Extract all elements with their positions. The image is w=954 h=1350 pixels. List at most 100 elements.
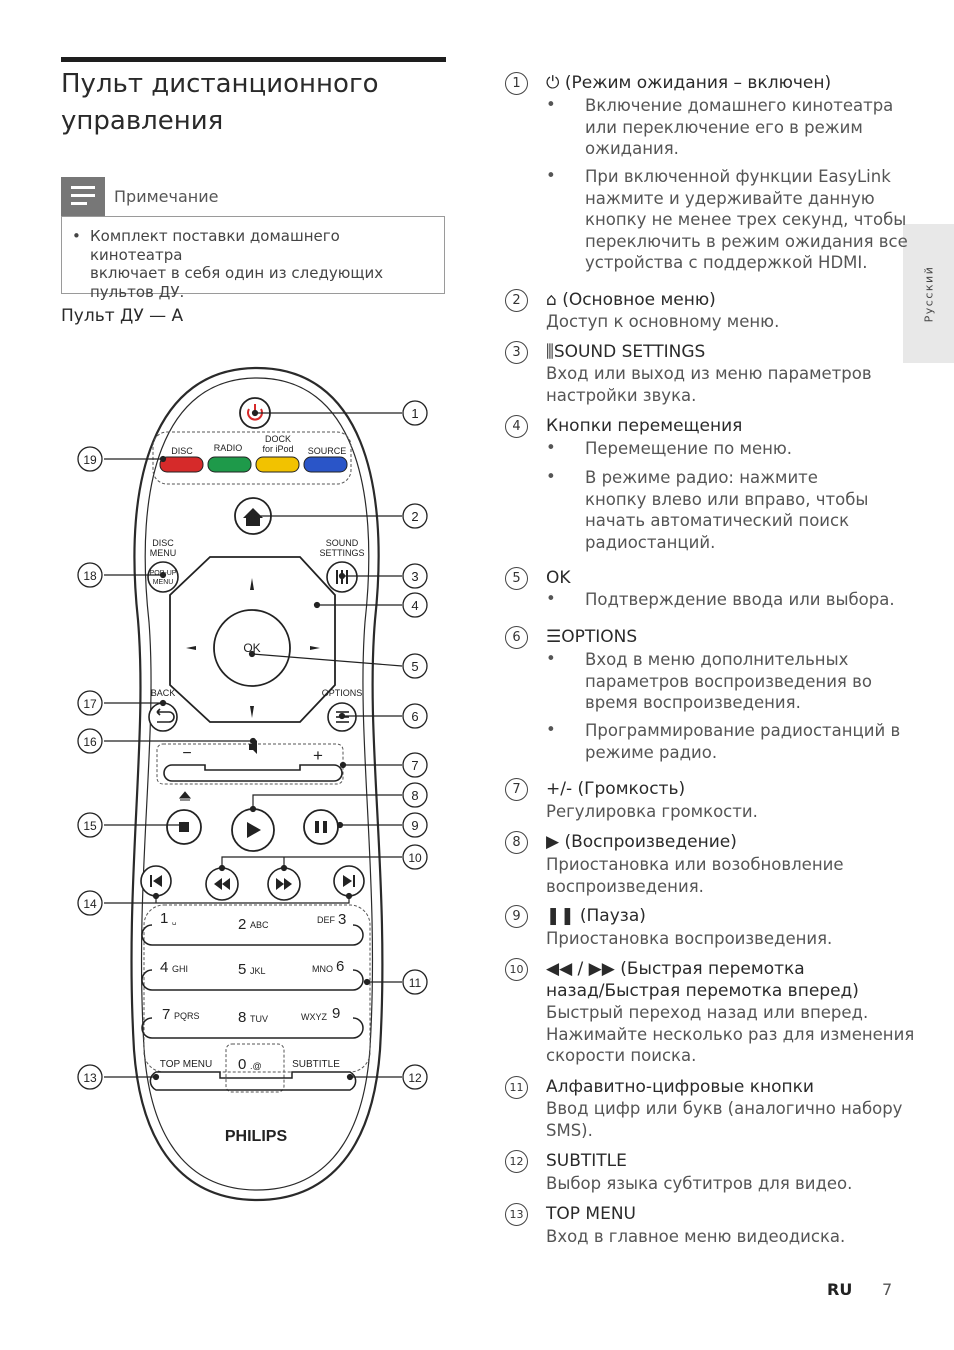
callout-17-label: 17	[83, 697, 97, 711]
volume-rocker	[163, 764, 343, 782]
page-number: 7	[882, 1280, 893, 1299]
source-label: SOURCE	[308, 446, 347, 456]
item-6-title: ☰OPTIONS	[546, 627, 638, 647]
item-11-title: Алфавитно-цифровые кнопки	[546, 1077, 814, 1097]
popup-label-2: MENU	[153, 579, 174, 586]
remote-illustration: DISC RADIO DOCK for iPod SOURCE DISC MEN…	[77, 366, 428, 1202]
item-1-b2-l5: устройства с поддержкой HDMI.	[585, 253, 868, 272]
key-2-sub: ABC	[250, 920, 269, 930]
callout-5-label: 5	[411, 659, 418, 674]
note-label: Примечание	[114, 187, 219, 206]
callout-8: 8	[402, 782, 428, 808]
item-1-number: 1	[505, 72, 528, 95]
item-13-title: TOP MENU	[546, 1204, 636, 1224]
item-2-line-1: Доступ к основному меню.	[546, 312, 780, 331]
next-icon	[343, 875, 355, 887]
nav-left-icon	[186, 646, 196, 650]
callout-19-label: 19	[83, 453, 97, 467]
item-4-b2-l4: радиостанций.	[585, 532, 716, 552]
key-4: 4	[160, 959, 168, 976]
key-9: 9	[332, 1005, 340, 1022]
callout-7: 7	[402, 752, 428, 778]
callout-13-label: 13	[83, 1071, 97, 1085]
ok-button	[213, 609, 291, 687]
note-line-3: пультов ДУ.	[90, 282, 185, 301]
item-1-b2-l1: При включенной функции EasyLink	[585, 167, 891, 186]
item-7-line-1: Регулировка громкости.	[546, 802, 758, 821]
callout-2: 2	[402, 503, 428, 529]
callout-1: 1	[402, 400, 428, 426]
callout-16-label: 16	[83, 735, 97, 749]
key-0: 0	[238, 1056, 246, 1073]
item-1-b2-l4: переключить в режим ожидания все	[585, 231, 908, 251]
key-6-sub: MNO	[312, 964, 333, 974]
disc-menu-label: DISC	[152, 538, 174, 548]
sound-settings-label-2: SETTINGS	[319, 548, 364, 558]
key-5-sub: JKL	[250, 966, 266, 976]
callout-16: 16	[77, 728, 103, 754]
callout-3-label: 3	[411, 569, 418, 584]
page-title-line-1: Пульт дистанционного	[61, 69, 379, 99]
item-10-line-3: скорости поиска.	[546, 1046, 697, 1065]
top-menu-label: TOP MENU	[160, 1059, 212, 1070]
language-tab: Русский	[903, 224, 954, 363]
item-6-b1-l1: Вход в меню дополнительных	[585, 650, 849, 669]
item-5-number: 5	[505, 567, 528, 590]
callout-15: 15	[77, 812, 103, 838]
key-1: 1	[160, 910, 168, 927]
key-2: 2	[238, 916, 246, 933]
key-4-sub: GHI	[172, 964, 188, 974]
mute-icon	[249, 740, 257, 754]
key-7-sub: PQRS	[174, 1011, 200, 1021]
item-4-b2-l3: начать автоматический поиск	[585, 511, 850, 530]
sound-settings-label: SOUND	[326, 538, 359, 548]
item-8-number: 8	[505, 831, 528, 854]
item-4-b1-l1: Перемещение по меню.	[585, 439, 793, 458]
item-4-b2-l2: кнопку влево или вправо, чтобы	[585, 489, 869, 509]
previous-icon	[150, 875, 162, 887]
callout-9-label: 9	[411, 818, 418, 833]
item-4-number: 4	[505, 415, 528, 438]
callout-7-label: 7	[411, 758, 418, 773]
item-12-number: 12	[505, 1150, 528, 1173]
item-7-title: +/- (Громкость)	[546, 779, 686, 799]
callout-8-label: 8	[411, 788, 418, 803]
key-6: 6	[336, 958, 344, 975]
callout-14-label: 14	[83, 897, 97, 911]
item-10-title-2: назад/Быстрая перемотка вперед)	[546, 981, 859, 1001]
green-key	[207, 456, 252, 473]
callout-3: 3	[402, 563, 428, 589]
key-3: 3	[338, 911, 346, 928]
numeric-keys-frame	[143, 904, 371, 1073]
item-1-b2-l3: кнопку не менее трех секунд, чтобы	[585, 210, 907, 229]
pause-icon	[315, 821, 327, 833]
item-8-title: ▶ (Воспроизведение)	[546, 832, 737, 852]
blue-key	[303, 456, 348, 473]
key-row-2: 4 GHI 5 JKL MNO 6	[141, 958, 364, 991]
note-box: • Комплект поставки домашнего кинотеатра…	[61, 216, 445, 301]
callout-5: 5	[402, 653, 428, 679]
item-1-b1-l2: или переключение его в режим	[585, 117, 863, 137]
item-4-title: Кнопки перемещения	[546, 416, 743, 436]
note-line-1: Комплект поставки домашнего кинотеатра	[90, 227, 340, 264]
rewind-icon	[214, 878, 230, 890]
note-header: Примечание	[61, 177, 446, 217]
callout-4: 4	[402, 592, 428, 618]
subtitle-label: SUBTITLE	[292, 1059, 340, 1070]
ok-label: OK	[243, 641, 260, 655]
item-8-line-2: воспроизведения.	[546, 876, 704, 896]
title-rule	[61, 57, 446, 62]
callout-19: 19	[77, 446, 103, 472]
item-12-line-1: Выбор языка субтитров для видео.	[546, 1174, 853, 1193]
item-3-title: ⫼SOUND SETTINGS	[546, 342, 706, 362]
callout-10: 10	[402, 844, 428, 870]
item-5-title: OK	[546, 568, 571, 588]
key-row-1: 1 ␣ 2 ABC DEF 3	[141, 910, 364, 946]
options-label: OPTIONS	[322, 688, 363, 698]
item-11-number: 11	[505, 1076, 528, 1099]
footer-language: RU	[827, 1280, 853, 1299]
item-10-title: ◀◀ / ▶▶ (Быстрая перемотка	[546, 959, 805, 979]
back-button	[148, 702, 178, 732]
key-row-3: 7 PQRS 8 TUV WXYZ 9	[141, 1005, 364, 1039]
item-2-number: 2	[505, 289, 528, 312]
